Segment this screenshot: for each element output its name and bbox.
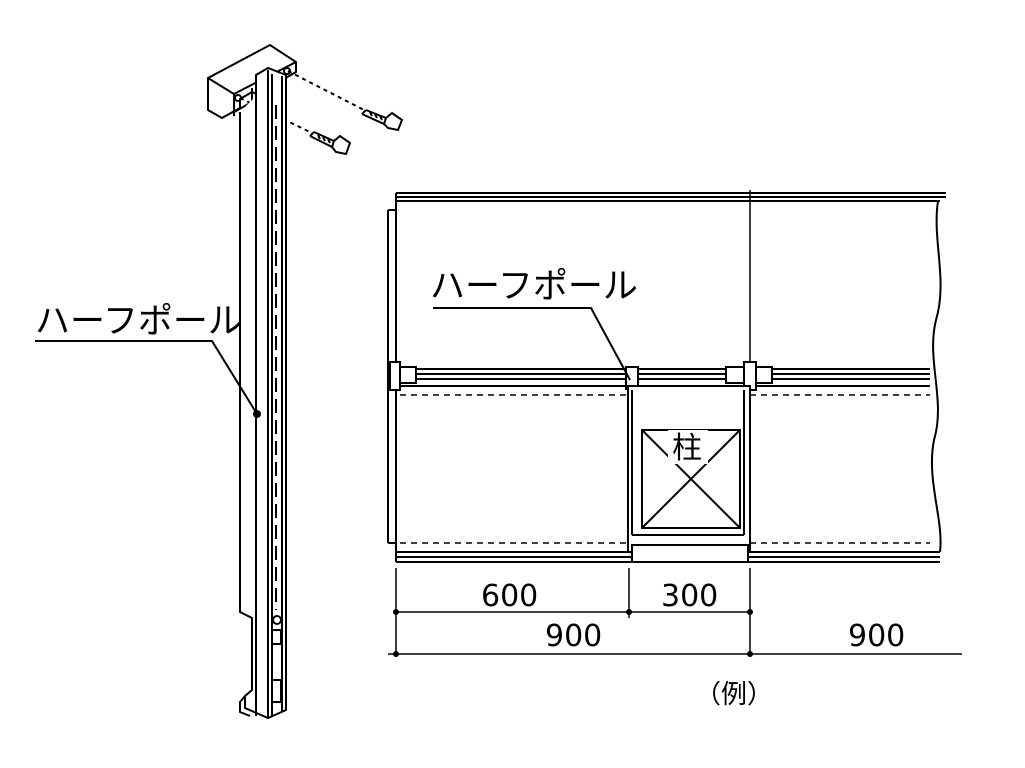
- pillar-label: 柱: [672, 431, 702, 466]
- half-pole-label-left: ハーフポール: [35, 302, 243, 342]
- dimension-900-right: 900: [848, 619, 905, 654]
- screw-icon: [309, 131, 352, 156]
- dimension-dots: [393, 609, 753, 657]
- screw-icon: [361, 109, 404, 132]
- half-pole-figure: [207, 43, 404, 720]
- leader-line-left: [35, 340, 258, 415]
- dimension-600: 600: [481, 579, 538, 614]
- half-pole-label-right: ハーフポール: [430, 267, 638, 307]
- example-caption: （例）: [695, 680, 773, 710]
- break-line: [930, 200, 942, 553]
- dimension-300: 300: [661, 579, 718, 614]
- leader-line-right: [433, 307, 631, 381]
- dimension-900-left: 900: [545, 619, 602, 654]
- half-pole-body: [239, 66, 287, 720]
- leader-dot: [253, 410, 261, 418]
- pillar-label-bg: [668, 430, 708, 464]
- plan-view: [387, 190, 946, 563]
